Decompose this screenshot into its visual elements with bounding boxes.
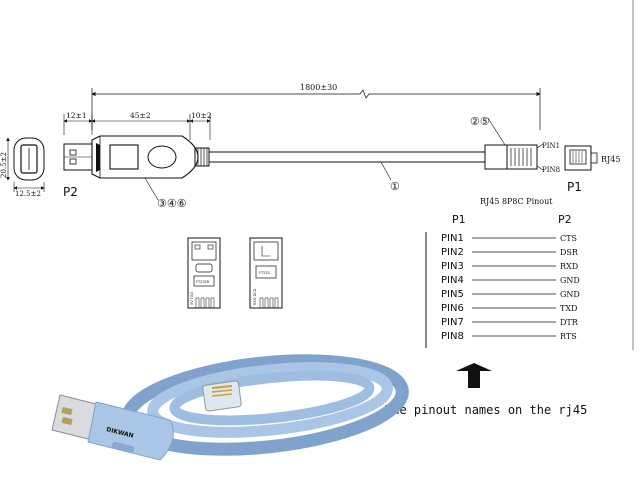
pinout-title: RJ45 8P8C Pinout — [480, 197, 553, 206]
label-p1: P1 — [567, 180, 582, 194]
total-length-dimension: 1800±30 — [91, 83, 541, 130]
callout-usb-parts: ③④⑥ — [157, 197, 187, 210]
pinout-signal-label: GND — [560, 290, 580, 299]
label-pin1-side: PIN1 — [542, 142, 560, 150]
dim-45-label: 45±2 — [130, 111, 151, 120]
usb-dimensions: 12±1 45±2 10±2 — [63, 111, 212, 140]
pinout-pin-label: PIN7 — [441, 317, 464, 328]
up-arrow-icon — [456, 363, 492, 388]
pinout-pin-label: PIN6 — [441, 303, 464, 314]
usb-connector-side — [63, 135, 210, 179]
pcb-right-pins-label: RXD DCD — [253, 288, 257, 305]
pinout-header-p1: P1 — [452, 213, 466, 226]
pinout-signal-label: TXD — [560, 304, 577, 313]
pcb-left-pins-label: 5V TXD — [190, 292, 194, 305]
pinout-caption: The pinout names on the rj45 — [385, 403, 587, 417]
pinout-pin-label: PIN2 — [441, 247, 464, 258]
dim-20-5-label: 20.5±2 — [0, 152, 8, 178]
dim-12-5-label: 12.5±2 — [15, 190, 41, 198]
pinout-pin-label: PIN5 — [441, 289, 464, 300]
callout-rj45-parts: ②⑤ — [470, 115, 490, 128]
pinout-signal-label: RTS — [560, 332, 577, 341]
pinout-pin-label: PIN8 — [441, 331, 464, 342]
rj45-end-view — [564, 145, 598, 171]
dim-12-label: 12±1 — [66, 111, 87, 120]
pinout-pin-label: PIN3 — [441, 261, 464, 272]
pinout-signal-label: CTS — [560, 234, 577, 243]
product-photo: DIKWAN — [51, 354, 409, 461]
usb-end-view: 20.5±2 12.5±2 — [0, 137, 45, 198]
usb-plug: DIKWAN — [51, 394, 174, 461]
cable-body — [209, 151, 485, 181]
pcb-top-view: FT232R 5V TXD — [187, 237, 221, 309]
label-rj45: RJ45 — [601, 155, 620, 164]
pinout-header-p2: P2 — [558, 213, 572, 226]
cable-coil-inner — [169, 370, 375, 426]
rj45-plug — [202, 380, 242, 412]
pcb-right-chip-label: FT232 — [259, 271, 270, 275]
pinout-signal-label: DSR — [560, 248, 579, 257]
rj45-connector-side — [484, 117, 544, 171]
pinout-signal-label: RXD — [560, 262, 578, 271]
label-pin8-side: PIN8 — [542, 166, 560, 174]
pinout-pin-label: PIN4 — [441, 275, 464, 286]
pinout-signal-label: GND — [560, 276, 580, 285]
pcb-left-chip-label: FT232R — [196, 280, 210, 284]
pinout-pin-label: PIN1 — [441, 233, 464, 244]
dim-10-label: 10±2 — [191, 111, 212, 120]
pinout-signal-label: DTR — [560, 318, 579, 327]
callout-cable: ① — [390, 180, 400, 193]
pcb-bottom-view: FT232 RXD DCD — [249, 237, 283, 309]
total-length-label: 1800±30 — [300, 83, 337, 92]
label-p2: P2 — [63, 185, 78, 199]
cable-coil-mid — [147, 362, 393, 438]
